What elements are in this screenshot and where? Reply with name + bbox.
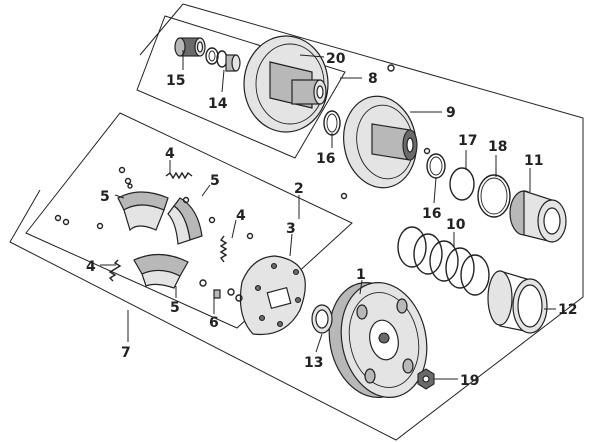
outer-assembly-frame: [9, 3, 584, 441]
part-13-washer: [311, 304, 333, 334]
callout-labels: 5 1 2 3 4 4 4 5 5 5 6 7 8 9 10 11 12 13 …: [86, 51, 577, 389]
callout-15: 15: [166, 73, 185, 89]
callout-1: 1: [356, 267, 366, 283]
part-4-spring-left: [108, 259, 122, 282]
leader-lines: [100, 50, 556, 380]
small-fasteners: [54, 166, 348, 240]
callout-8: 8: [368, 71, 378, 87]
callout-5-left: 5: [100, 189, 110, 205]
callout-12: 12: [558, 302, 577, 318]
subassembly-frame-7: [25, 112, 353, 329]
part-12-seal: [487, 270, 548, 334]
part-16-oring-upper: [323, 110, 341, 136]
callout-4-left: 4: [86, 259, 96, 275]
part-4-spring-top: [165, 171, 193, 180]
callout-5-right: 5: [210, 173, 220, 189]
part-1-clutch-bell: [328, 281, 428, 399]
part-17-circlip: [449, 167, 475, 201]
part-14-washers: [205, 47, 241, 72]
callout-2: 2: [294, 181, 304, 197]
part-6-pins: [199, 279, 243, 302]
callout-17: 17: [458, 133, 477, 149]
part-10-spring: [397, 226, 490, 296]
part-5-shoe-upper-right: [167, 197, 203, 245]
part-5-shoe-lower: [133, 253, 189, 289]
part-20-drive-face: [243, 35, 329, 133]
callout-3: 3: [286, 221, 296, 237]
small-bolt-top: [387, 64, 395, 72]
part-18-ring: [477, 174, 511, 218]
callout-9: 9: [446, 105, 456, 121]
callout-11: 11: [524, 153, 543, 169]
callout-20: 20: [326, 51, 346, 67]
part-19-nut: [417, 368, 435, 390]
part-9-fixed-face: [343, 95, 418, 189]
callout-13: 13: [304, 355, 323, 371]
callout-5-bottom: 5: [170, 300, 180, 316]
callout-19: 19: [460, 373, 479, 389]
part-11-collar: [509, 190, 567, 243]
part-15-sleeve: [174, 37, 206, 57]
part-4-spring-right: [219, 235, 228, 263]
callout-4-top: 4: [165, 146, 175, 162]
part-5-shoe-upper-left: [117, 191, 169, 232]
part-3-clutch-plate: [239, 255, 306, 336]
callout-18: 18: [488, 139, 507, 155]
callout-6: 6: [209, 315, 219, 331]
callout-4-right: 4: [236, 208, 246, 224]
callout-16-upper: 16: [316, 151, 335, 167]
callout-7: 7: [121, 345, 131, 361]
callout-16-lower: 16: [422, 206, 441, 222]
callout-14: 14: [208, 96, 228, 112]
callout-10: 10: [446, 217, 466, 233]
